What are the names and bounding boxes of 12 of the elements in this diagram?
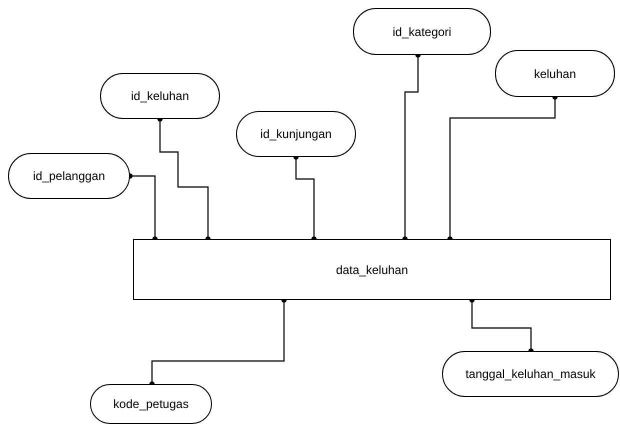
connector-line [447, 94, 558, 242]
attribute-pill: kode_petugas [90, 384, 212, 424]
attribute-pill: tanggal_keluhan_masuk [442, 351, 619, 397]
connector-line [157, 116, 211, 242]
attribute-pill: id_keluhan [100, 73, 220, 119]
attribute-pill: id_kunjungan [236, 111, 356, 157]
attribute-pill: id_pelanggan [8, 153, 130, 199]
attribute-pill: id_kategori [353, 8, 491, 55]
attribute-pill: keluhan [495, 50, 615, 97]
connector-line [293, 154, 317, 242]
connector-line [402, 52, 421, 242]
entity-box: data_keluhan [133, 239, 611, 300]
